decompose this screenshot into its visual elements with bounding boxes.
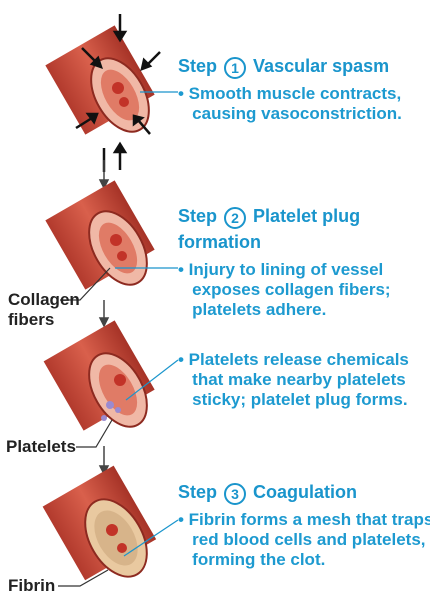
step1-number: 1 (224, 57, 246, 79)
vessel-4 (43, 466, 160, 588)
step3-heading: Step 3 Coagulation (178, 482, 357, 505)
step3-prefix: Step (178, 482, 217, 502)
step2-heading: Step 2 Platelet plug (178, 206, 360, 229)
step2-title-line1: Platelet plug (253, 206, 360, 226)
step2-title-line2: formation (178, 232, 261, 252)
step1-bullet: • Smooth muscle contracts, causing vasoc… (178, 84, 402, 124)
step2-bullet1: • Injury to lining of vessel exposes col… (178, 260, 391, 320)
platelets-label: Platelets (6, 437, 76, 457)
vessel-2 (45, 180, 158, 294)
step1-prefix: Step (178, 56, 217, 76)
vessel-1 (45, 25, 160, 141)
collagen-fibers-label: Collagen fibers (8, 290, 80, 330)
step2-prefix: Step (178, 206, 217, 226)
step3-number: 3 (224, 483, 246, 505)
step1-title: Vascular spasm (253, 56, 389, 76)
step1-heading: Step 1 Vascular spasm (178, 56, 389, 79)
vessel-3 (44, 320, 159, 436)
step2-bullet2: • Platelets release chemicals that make … (178, 350, 409, 410)
step3-title: Coagulation (253, 482, 357, 502)
step2-number: 2 (224, 207, 246, 229)
fibrin-label: Fibrin (8, 576, 55, 596)
step3-bullet: • Fibrin forms a mesh that traps red blo… (178, 510, 430, 570)
